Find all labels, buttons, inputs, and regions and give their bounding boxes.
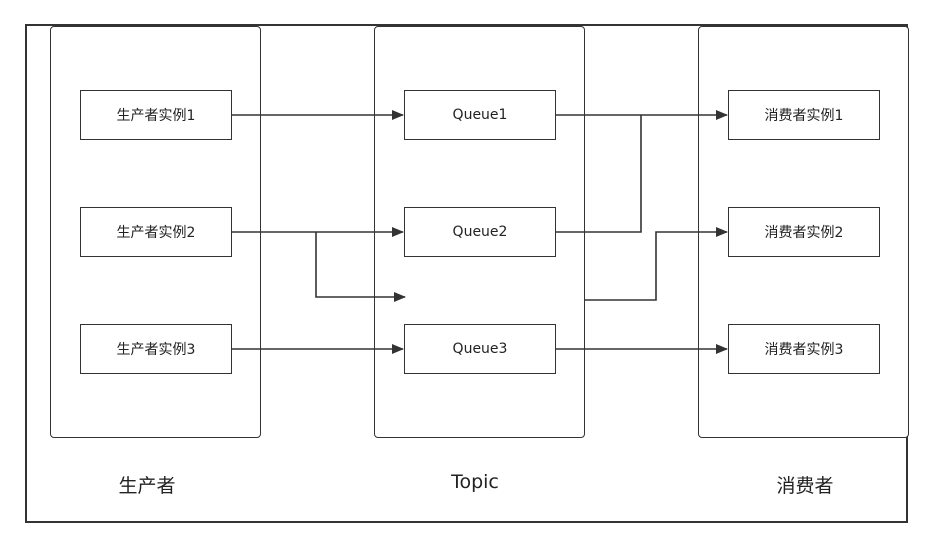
producer-node-1-label: 生产者实例1 [116, 108, 196, 124]
producer-node-1: 生产者实例1 [80, 90, 232, 140]
queue-node-3-label: Queue3 [452, 341, 508, 357]
topic-group-caption: Topic [451, 471, 499, 493]
edge-queue2-consumer1 [556, 115, 642, 233]
producer-node-2-label: 生产者实例2 [116, 225, 196, 241]
producer-group-caption: 生产者 [118, 475, 176, 497]
queue-node-1-label: Queue1 [452, 107, 508, 123]
queue-node-1: Queue1 [404, 90, 556, 140]
producer-node-2: 生产者实例2 [80, 207, 232, 257]
edge-producer2-topic-branch [315, 232, 406, 302]
consumer-node-1-label: 消费者实例1 [764, 108, 844, 124]
edge-topic-consumer2 [585, 227, 728, 301]
producer-node-3-label: 生产者实例3 [116, 342, 196, 358]
producer-node-3: 生产者实例3 [80, 324, 232, 374]
consumer-node-1: 消费者实例1 [728, 90, 880, 140]
queue-node-3: Queue3 [404, 324, 556, 374]
consumer-node-2-label: 消费者实例2 [764, 225, 844, 241]
consumer-group-caption: 消费者 [776, 475, 834, 497]
consumer-node-2: 消费者实例2 [728, 207, 880, 257]
consumer-node-3-label: 消费者实例3 [764, 342, 844, 358]
queue-node-2: Queue2 [404, 207, 556, 257]
consumer-node-3: 消费者实例3 [728, 324, 880, 374]
queue-node-2-label: Queue2 [452, 224, 508, 240]
